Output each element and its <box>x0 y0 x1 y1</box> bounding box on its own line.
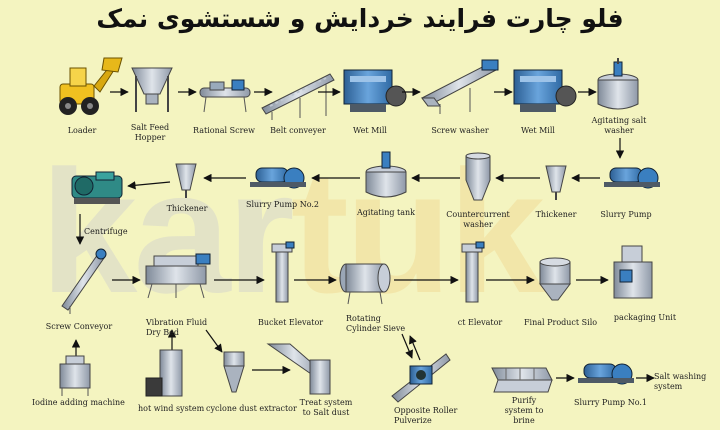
vibration-fluid-dry-bed-icon <box>145 253 211 299</box>
label-packaging-unit: packaging Unit <box>613 313 677 322</box>
screw-conveyor-icon <box>61 248 107 314</box>
label-bucket-elevator-2: ct Elevator <box>457 318 503 327</box>
hot-wind-system-icon <box>145 349 183 397</box>
label-rotating-cylinder-sieve: Rotating Cylinder Sieve <box>346 314 406 333</box>
label-bucket-elevator-1: Bucket Elevator <box>258 318 324 327</box>
purify-system-icon <box>491 367 553 393</box>
wet-mill-2-icon <box>513 69 577 112</box>
arrow-drybed-cyclone <box>205 329 223 353</box>
label-salt-feed-hopper: Salt Feed Hopper <box>130 123 170 142</box>
label-agitating-tank: Agitating tank <box>356 208 415 217</box>
salt-feed-hopper-icon <box>131 67 173 112</box>
label-thickener-1: Thickener <box>166 204 208 213</box>
centrifuge-icon <box>71 171 123 204</box>
treat-system-icon <box>266 343 331 395</box>
slurry-pump-no1-icon <box>578 363 634 385</box>
arrow-roller-sieve <box>409 335 421 361</box>
label-wet-mill-2: Wet Mill <box>521 126 555 135</box>
label-agitating-salt-washer: Agitating salt washer <box>591 116 647 135</box>
label-centrifuge: Centrifuge <box>84 227 128 236</box>
label-slurry-pump-no1: Slurry Pump No.1 <box>574 398 647 407</box>
final-product-silo-icon <box>539 257 571 301</box>
bucket-elevator-1-icon <box>271 241 295 303</box>
label-loader: Loader <box>67 126 97 135</box>
label-vibration-fluid-dry-bed: Vibration Fluid Dry Bed <box>146 318 208 337</box>
page-title: فلو چارت فرایند خردایش و شستشوی نمک <box>96 4 624 33</box>
bucket-elevator-2-icon <box>461 241 485 303</box>
slurry-pump-icon <box>604 167 660 189</box>
label-treat-system: Treat system to Salt dust <box>299 398 353 417</box>
countercurrent-washer-icon <box>465 152 491 201</box>
arrow-thickener1-centrifuge <box>127 181 171 190</box>
rational-screw-icon <box>199 79 251 113</box>
label-salt-washing-system: Salt washing system <box>654 372 707 391</box>
thickener-2-icon <box>545 165 567 200</box>
loader-icon <box>59 57 123 115</box>
label-screw-conveyor: Screw Conveyor <box>45 322 113 331</box>
screw-washer-icon <box>421 59 499 114</box>
cyclone-dust-extractor-icon <box>223 351 245 393</box>
label-wet-mill-1: Wet Mill <box>353 126 387 135</box>
label-belt-conveyor: Belt conveyer <box>270 126 326 135</box>
iodine-adding-machine-icon <box>59 355 91 396</box>
label-opposite-roller-pulverizer: Opposite Roller Pulverize <box>394 406 458 425</box>
label-thickener-2: Thickener <box>535 210 577 219</box>
opposite-roller-pulverizer-icon <box>391 353 451 403</box>
belt-conveyor-icon <box>261 73 335 120</box>
packaging-unit-icon <box>613 245 653 299</box>
wet-mill-1-icon <box>343 69 407 112</box>
label-hot-wind-system: hot wind system <box>138 404 205 413</box>
label-final-product-silo: Final Product Silo <box>524 318 598 327</box>
arrow-sieve-roller <box>401 333 413 359</box>
label-slurry-pump-no2: Slurry Pump No.2 <box>246 200 319 209</box>
agitating-tank-icon <box>365 151 407 198</box>
thickener-1-icon <box>175 163 197 198</box>
label-purify-system-to-brine: Purify system to brine <box>504 396 544 425</box>
agitating-salt-washer-icon <box>597 58 639 110</box>
label-screw-washer: Screw washer <box>431 126 489 135</box>
label-countercurrent-washer: Countercurrent washer <box>446 210 510 229</box>
label-cyclone-dust-extractor: cyclone dust extractor <box>206 404 297 413</box>
label-rational-screw: Rational Screw <box>193 126 255 135</box>
label-iodine-adding-machine: Iodine adding machine <box>32 398 125 407</box>
rotating-cylinder-sieve-icon <box>339 263 391 305</box>
label-slurry-pump: Slurry Pump <box>600 210 652 219</box>
slurry-pump-no2-icon <box>250 167 306 189</box>
